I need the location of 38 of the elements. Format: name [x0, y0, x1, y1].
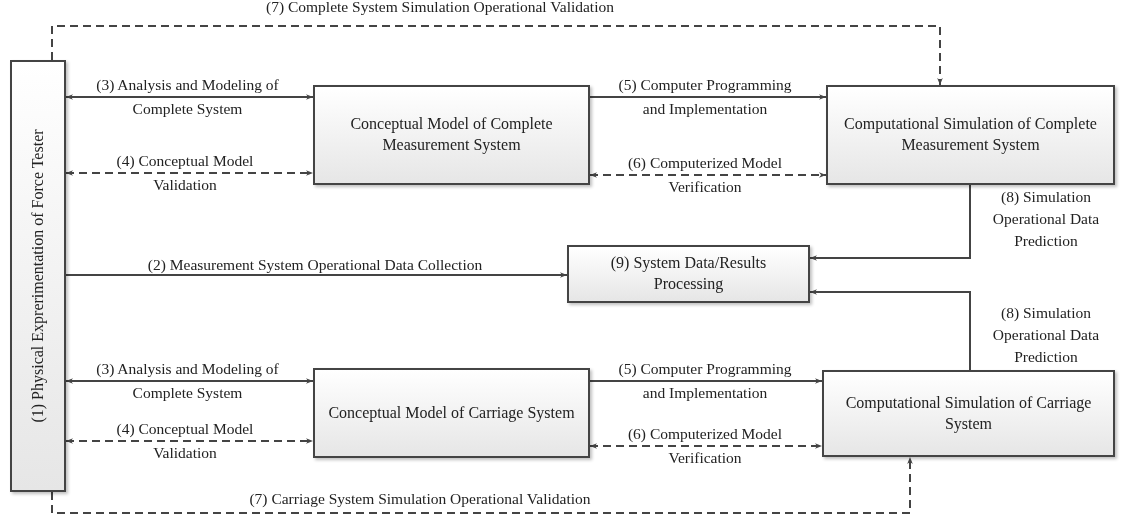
box-label: Conceptual Model of Carriage System	[327, 402, 576, 424]
edge-label: (5) Computer Programming and Implementation	[617, 359, 793, 403]
arrow	[65, 94, 314, 100]
edge-label: (6) Computerized Model Verification	[626, 153, 784, 197]
edge-label: (6) Computerized Model Verification	[626, 424, 784, 468]
arrow	[589, 378, 823, 384]
process-box	[822, 370, 1115, 457]
edge-label: (3) Analysis and Modeling of Complete System	[95, 359, 280, 403]
edge-label: (7) Complete System Simulation Operational Validation	[265, 0, 615, 17]
box-label: Computational Simulation of Complete Measurement System	[843, 114, 1098, 156]
dashed-arrow	[65, 170, 314, 176]
arrow	[809, 289, 971, 371]
box-label: Computational Simulation of Carriage System	[844, 392, 1093, 435]
box-label: (1) Physical Exprerimentation of Force Tester	[27, 129, 48, 423]
edge-label: (8) Simulation Operational Data Prediction	[991, 303, 1101, 367]
dashed-arrow	[65, 438, 314, 444]
edge-label: (5) Computer Programming and Implementation	[617, 75, 793, 119]
process-box	[826, 85, 1115, 185]
edge-label: (4) Conceptual Model Validation	[115, 419, 255, 463]
process-box	[10, 60, 66, 492]
edge-label: (3) Analysis and Modeling of Complete System	[95, 75, 280, 119]
dashed-arrow	[589, 172, 827, 178]
arrow	[809, 184, 971, 261]
edge-label: (8) Simulation Operational Data Prediction	[991, 187, 1101, 251]
arrow	[65, 378, 314, 384]
edge-label: (2) Measurement System Operational Data Collection	[146, 255, 484, 275]
edge-label: (4) Conceptual Model Validation	[115, 151, 255, 195]
edge-label: (7) Carriage System Simulation Operational Validation	[248, 489, 592, 509]
arrow	[65, 272, 568, 278]
process-box	[567, 245, 810, 303]
process-box	[313, 368, 590, 458]
dashed-arrow	[51, 456, 913, 514]
dashed-arrow	[51, 25, 943, 86]
box-label: (9) System Data/Results Processing	[609, 253, 768, 295]
arrow	[589, 94, 827, 100]
box-label: Conceptual Model of Complete Measurement System	[349, 114, 554, 156]
process-box	[313, 85, 590, 185]
dashed-arrow	[589, 443, 823, 449]
